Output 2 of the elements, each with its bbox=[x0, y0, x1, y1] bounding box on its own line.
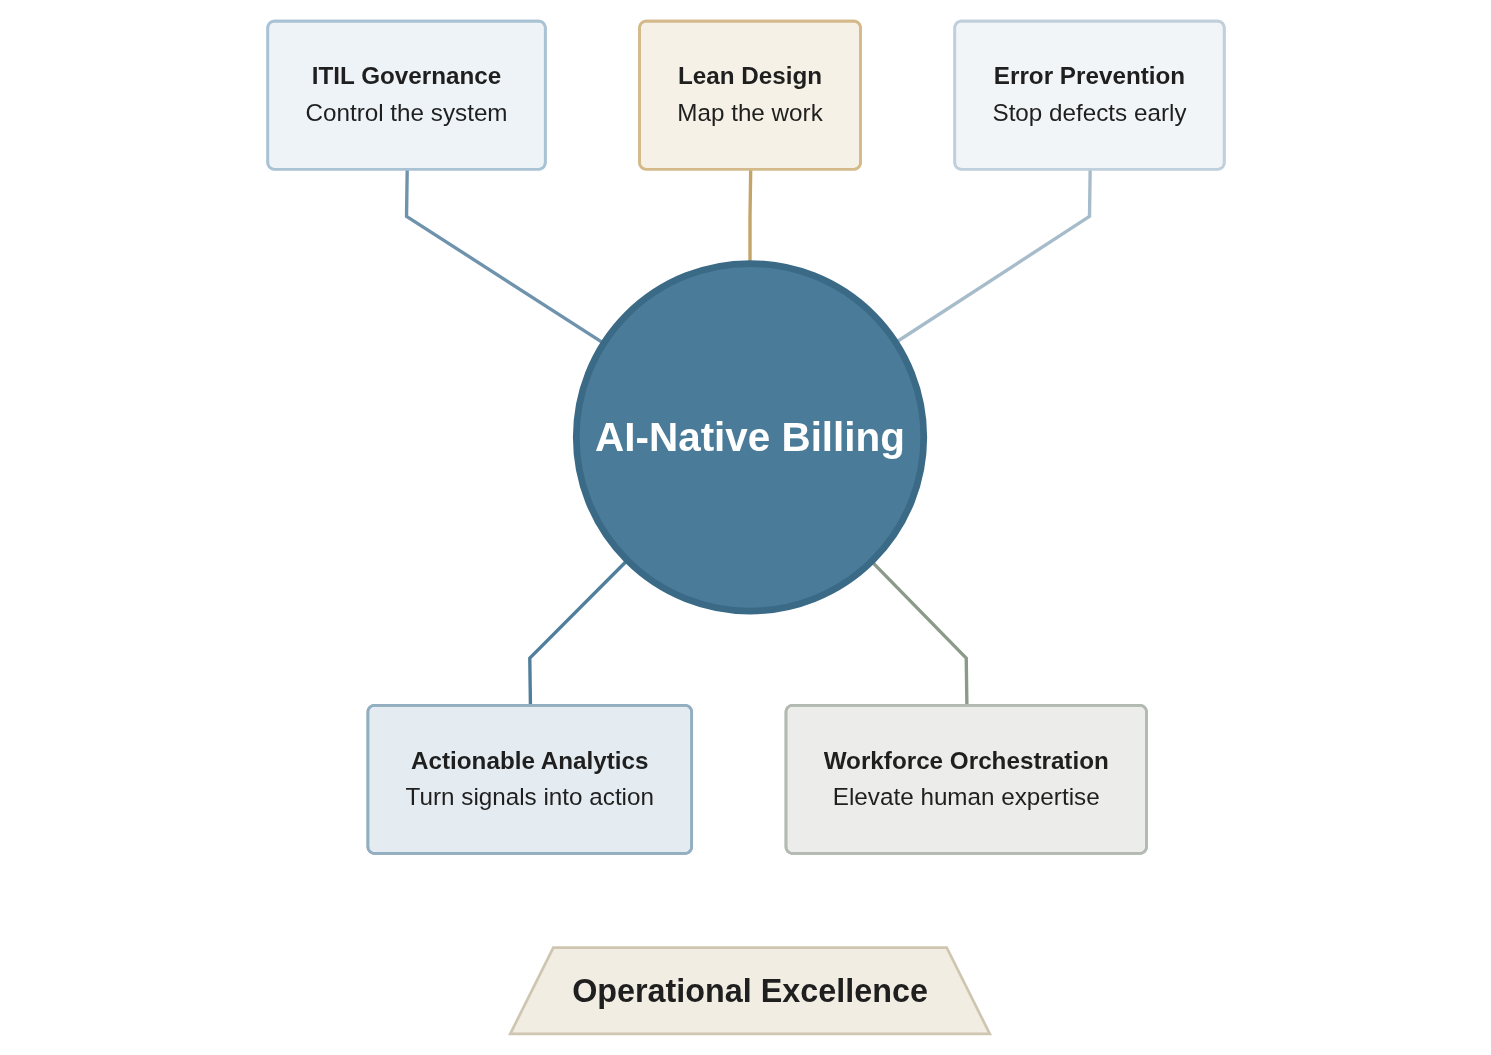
node-circle: AI-Native Billing bbox=[572, 260, 927, 615]
connector bbox=[527, 559, 629, 706]
